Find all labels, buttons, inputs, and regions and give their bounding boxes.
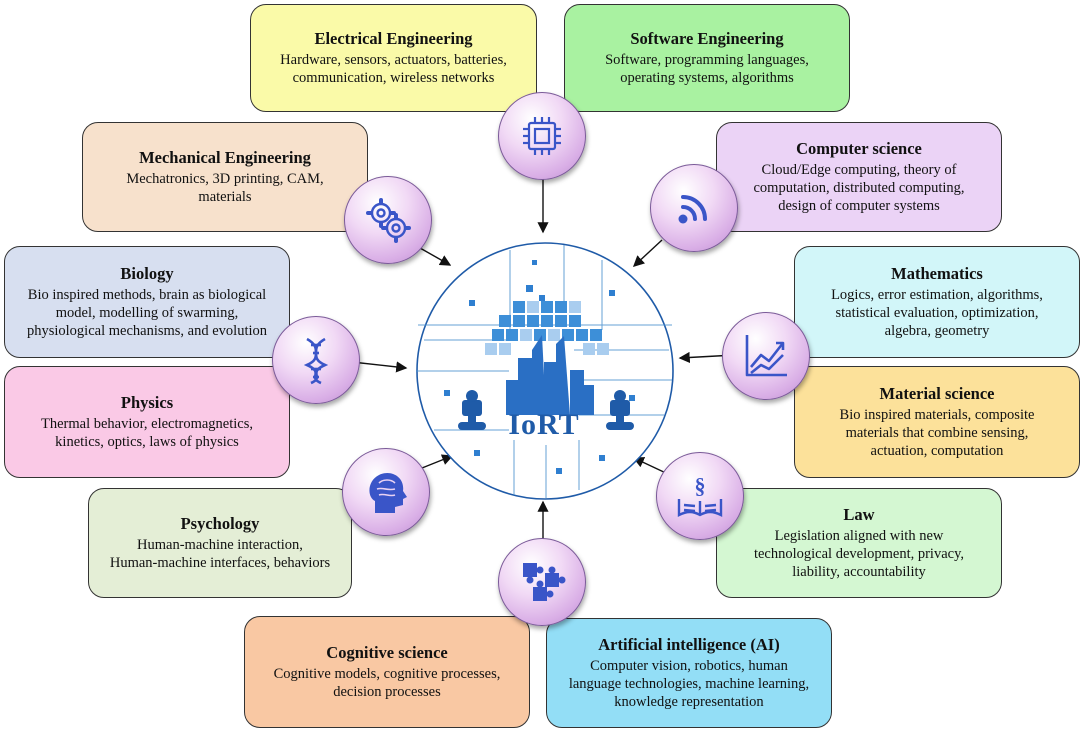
electrical-engineering-box: Electrical Engineering Hardware, sensors… bbox=[250, 4, 537, 112]
arrow-mechanical-engineering bbox=[419, 247, 452, 266]
psychology-box: Psychology Human-machine interaction, Hu… bbox=[88, 488, 352, 598]
chip-icon bbox=[523, 117, 561, 155]
law-desc: Legislation aligned with new technologic… bbox=[753, 528, 965, 580]
robot-icon bbox=[606, 390, 634, 430]
mathematics-desc: Logics, error estimation, algorithms, st… bbox=[831, 287, 1043, 339]
law-book-bubble: § bbox=[656, 452, 744, 540]
cognitive-science-title: Cognitive science bbox=[326, 643, 448, 662]
brain-head-bubble bbox=[342, 448, 430, 536]
mechanical-engineering-box: Mechanical Engineering Mechatronics, 3D … bbox=[82, 122, 368, 232]
puzzle-icon bbox=[523, 563, 566, 601]
artificial-intelligence-box: Artificial intelligence (AI) Computer vi… bbox=[546, 618, 832, 728]
artificial-intelligence-title: Artificial intelligence (AI) bbox=[598, 635, 780, 654]
arrow-biology bbox=[351, 361, 408, 373]
biology-desc: Bio inspired methods, brain as biologica… bbox=[26, 287, 267, 339]
svg-text:§: § bbox=[695, 473, 706, 498]
iort-label: IoRT bbox=[508, 408, 580, 441]
biology-title: Biology bbox=[120, 264, 174, 283]
computer-science-box: Computer science Cloud/Edge computing, t… bbox=[716, 122, 1002, 232]
dna-icon bbox=[303, 337, 329, 385]
computer-science-title: Computer science bbox=[796, 139, 922, 158]
mathematics-title: Mathematics bbox=[891, 264, 983, 283]
law-book-icon: § bbox=[677, 473, 723, 517]
software-engineering-desc: Software, programming languages, operati… bbox=[605, 52, 809, 86]
brain-head-icon bbox=[369, 472, 407, 513]
software-engineering-title: Software Engineering bbox=[630, 29, 784, 48]
wireless-bubble bbox=[650, 164, 738, 252]
physics-box: Physics Thermal behavior, electromagneti… bbox=[4, 366, 290, 478]
dna-bubble bbox=[272, 316, 360, 404]
law-title: Law bbox=[843, 505, 875, 524]
electrical-engineering-desc: Hardware, sensors, actuators, batteries,… bbox=[280, 52, 507, 86]
puzzle-bubble bbox=[498, 538, 586, 626]
computer-science-desc: Cloud/Edge computing, theory of computat… bbox=[753, 162, 965, 214]
wireless-icon bbox=[678, 195, 707, 224]
robot-icon bbox=[458, 390, 486, 430]
law-box: Law Legislation aligned with new technol… bbox=[716, 488, 1002, 598]
electrical-engineering-title: Electrical Engineering bbox=[314, 29, 473, 48]
material-science-title: Material science bbox=[879, 384, 995, 403]
mechanical-engineering-title: Mechanical Engineering bbox=[139, 148, 311, 167]
artificial-intelligence-desc: Computer vision, robotics, human languag… bbox=[568, 658, 810, 710]
chip-bubble bbox=[498, 92, 586, 180]
mechanical-engineering-desc: Mechatronics, 3D printing, CAM, material… bbox=[126, 171, 324, 205]
gears-bubble bbox=[344, 176, 432, 264]
chart-icon bbox=[745, 335, 787, 377]
physics-desc: Thermal behavior, electromagnetics, kine… bbox=[41, 416, 253, 450]
chart-bubble bbox=[722, 312, 810, 400]
iort-network-illustration bbox=[416, 242, 674, 500]
material-science-desc: Bio inspired materials, composite materi… bbox=[839, 407, 1035, 459]
cognitive-science-box: Cognitive science Cognitive models, cogn… bbox=[244, 616, 530, 728]
biology-box: Biology Bio inspired methods, brain as b… bbox=[4, 246, 290, 358]
city-skyline-icon bbox=[506, 335, 594, 415]
mathematics-box: Mathematics Logics, error estimation, al… bbox=[794, 246, 1080, 358]
physics-title: Physics bbox=[120, 393, 174, 412]
psychology-title: Psychology bbox=[180, 514, 260, 533]
arrow-computer-science bbox=[632, 239, 663, 267]
cognitive-science-desc: Cognitive models, cognitive processes, d… bbox=[273, 666, 501, 700]
gears-icon bbox=[366, 198, 411, 243]
iort-center: IoRT bbox=[414, 240, 676, 502]
material-science-box: Material science Bio inspired materials,… bbox=[794, 366, 1080, 478]
psychology-desc: Human-machine interaction, Human-machine… bbox=[109, 537, 331, 571]
software-engineering-box: Software Engineering Software, programmi… bbox=[564, 4, 850, 112]
